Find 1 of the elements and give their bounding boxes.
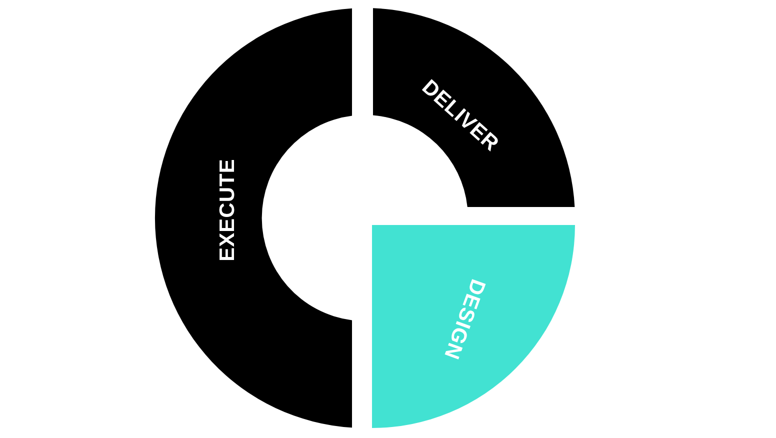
- segment-label: EXECUTE: [216, 158, 240, 262]
